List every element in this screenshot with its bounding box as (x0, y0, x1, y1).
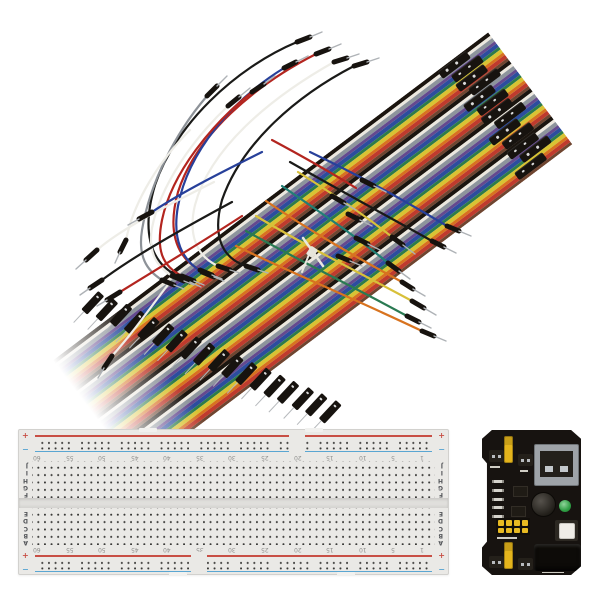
breadboard-lower-block (32, 508, 435, 546)
edge-tab (169, 572, 187, 576)
voltage-select-jumper (504, 542, 513, 569)
silkscreen-mark (497, 537, 517, 539)
rail-break (190, 552, 207, 574)
voltage-regulator (511, 506, 526, 517)
dc-barrel-jack (534, 544, 581, 571)
edge-tab (305, 428, 323, 432)
edge-tab (139, 428, 157, 432)
electrolytic-capacitor (531, 492, 556, 517)
pin-header-2p (518, 558, 533, 570)
plus-symbol: + (22, 431, 29, 440)
jumper-pins (75, 31, 472, 379)
jumper-wires (95, 40, 449, 358)
voltage-select-jumper (504, 436, 513, 463)
pin-header-2p (489, 450, 504, 462)
jumper-sleeves (83, 34, 462, 371)
usb-port (534, 444, 579, 486)
negative-rail-line (35, 450, 432, 453)
rail-holes (37, 438, 430, 450)
breadboard-upper-block (32, 460, 435, 498)
silkscreen-mark (520, 470, 528, 472)
output-header-pins (496, 518, 530, 535)
center-groove (19, 497, 448, 509)
plus-symbol: + (438, 551, 445, 561)
zip-tie (301, 236, 325, 273)
rail-break (289, 432, 306, 454)
plus-symbol: + (22, 551, 29, 561)
positive-rail-line (35, 555, 432, 557)
positive-rail-line (35, 435, 432, 437)
voltage-regulator (513, 486, 528, 497)
minus-symbol: − (438, 565, 445, 575)
pin-header-2p (489, 556, 504, 568)
power-supply-module (482, 430, 581, 575)
negative-rail-line (35, 570, 432, 573)
smd-components (492, 480, 504, 518)
edge-tab (337, 572, 355, 576)
pin-header-2p (518, 454, 533, 466)
minus-symbol: − (22, 445, 29, 454)
silkscreen-mark (490, 466, 500, 468)
minus-symbol: − (438, 445, 445, 454)
plus-symbol: + (438, 431, 445, 440)
power-led (559, 500, 571, 512)
minus-symbol: − (22, 565, 29, 575)
breadboard-bottom-power-rail: + + − − (19, 552, 448, 574)
rail-holes (37, 558, 430, 570)
power-switch (555, 520, 578, 541)
silkscreen-mark (542, 571, 564, 573)
breadboard-top-power-rail: + + − − (19, 432, 448, 454)
